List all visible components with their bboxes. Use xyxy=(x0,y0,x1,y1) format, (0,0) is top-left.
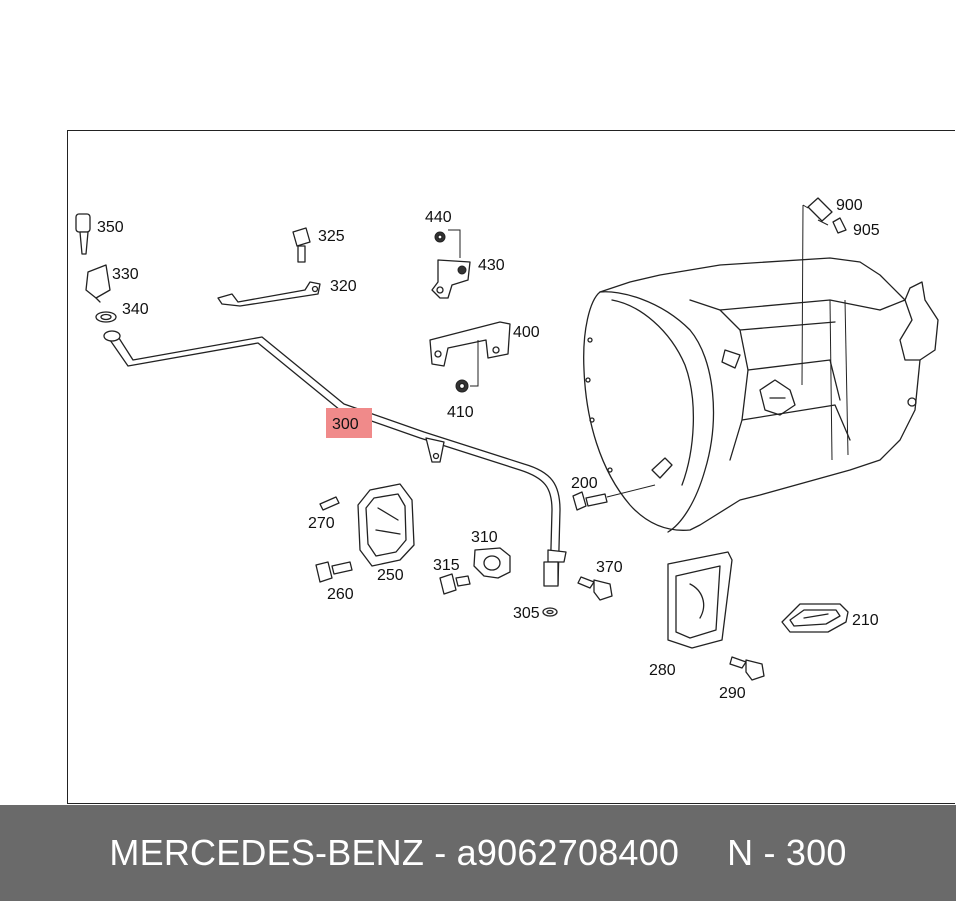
connector-900-905 xyxy=(801,197,847,386)
transmission-housing xyxy=(583,257,939,533)
callout-370: 370 xyxy=(596,559,623,576)
footer-caption: MERCEDES-BENZ - a9062708400 N - 300 xyxy=(0,805,956,901)
bolt-260 xyxy=(315,561,353,583)
bolt-315 xyxy=(439,573,471,595)
cover-250 xyxy=(357,483,415,567)
callout-200: 200 xyxy=(571,475,598,492)
callout-905: 905 xyxy=(853,222,880,239)
shield-280 xyxy=(667,551,733,649)
footer-part-number: a9062708400 xyxy=(456,832,680,873)
callout-310: 310 xyxy=(471,529,498,546)
callout-320: 320 xyxy=(330,278,357,295)
footer-separator: - xyxy=(424,832,457,873)
callout-250: 250 xyxy=(377,567,404,584)
callout-900: 900 xyxy=(836,197,863,214)
ring-305 xyxy=(542,607,558,617)
callout-210: 210 xyxy=(852,612,879,629)
bracket-group-400 xyxy=(429,229,511,393)
bolt-370 xyxy=(577,576,613,601)
callout-430: 430 xyxy=(478,257,505,274)
callout-290: 290 xyxy=(719,685,746,702)
dipstick-cap-group xyxy=(75,213,117,323)
callout-305: 305 xyxy=(513,605,540,622)
callout-400: 400 xyxy=(513,324,540,341)
bracket-320 xyxy=(217,281,321,307)
callout-260: 260 xyxy=(327,586,354,603)
bolt-200 xyxy=(572,484,656,511)
dipstick-tube-300 xyxy=(103,330,567,587)
callout-340: 340 xyxy=(122,301,149,318)
callout-440: 440 xyxy=(425,209,452,226)
cover-210 xyxy=(781,603,849,633)
pin-270 xyxy=(319,496,340,511)
callout-280: 280 xyxy=(649,662,676,679)
clamp-310 xyxy=(473,547,511,579)
footer-brand: MERCEDES-BENZ xyxy=(109,832,425,873)
callout-270: 270 xyxy=(308,515,335,532)
bolt-325 xyxy=(292,227,311,263)
callout-315: 315 xyxy=(433,557,460,574)
highlight-300 xyxy=(326,408,372,438)
callout-350: 350 xyxy=(97,219,124,236)
diagram-frame xyxy=(67,130,955,804)
callout-330: 330 xyxy=(112,266,139,283)
bolt-290 xyxy=(729,656,765,681)
footer-diagram-ref: N - 300 xyxy=(727,832,847,873)
callout-410: 410 xyxy=(447,404,474,421)
callout-325: 325 xyxy=(318,228,345,245)
callout-300: 300 xyxy=(332,416,359,433)
exploded-parts-diagram: 350 330 340 325 320 440 430 400 410 900 … xyxy=(75,197,939,702)
